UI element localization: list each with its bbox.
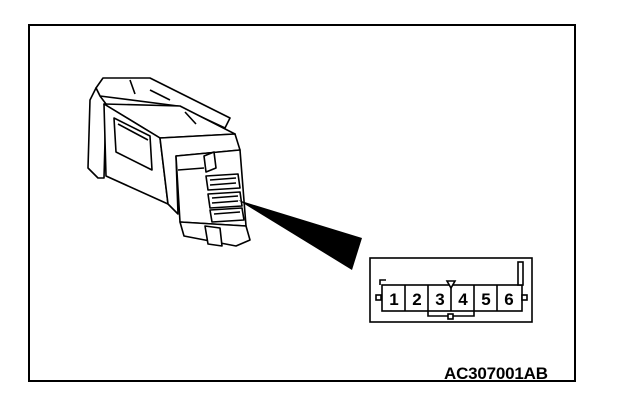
pointer-wedge (238, 200, 362, 270)
pin-number-3: 3 (435, 290, 444, 309)
pin-number-labels: 1 2 3 4 5 6 (389, 290, 513, 309)
pin-number-6: 6 (504, 290, 513, 309)
pin-number-5: 5 (481, 290, 490, 309)
pin-number-4: 4 (458, 290, 468, 309)
figure-frame (28, 24, 576, 382)
pin-layout-box (369, 257, 533, 323)
connector-illustration (87, 77, 251, 247)
pin-number-1: 1 (389, 290, 398, 309)
pin-number-2: 2 (412, 290, 421, 309)
figure-reference-code: AC307001AB (444, 364, 548, 383)
